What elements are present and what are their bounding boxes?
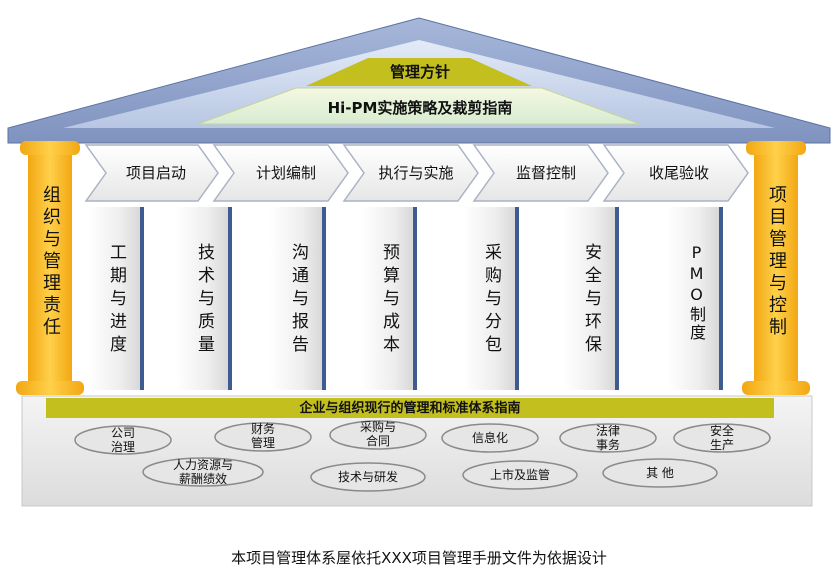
foundation-title: 企业与组织现行的管理和标准体系指南 [299,401,521,416]
pillar-label-6: 安全与环保 [581,243,601,358]
phase-label-4: 监督控制 [515,164,576,182]
oval-label-governance: 公司 治理 [110,426,135,454]
roof-title-band [306,58,532,86]
foundation-ovals [74,420,771,492]
pillar-label-2: 技术与质量 [194,243,214,358]
roof-subtitle: Hi-PM实施策略及裁剪指南 [327,99,513,117]
phase-label-5: 收尾验收 [648,164,709,182]
oval-label-legal: 法律 事务 [595,424,620,452]
caption: 本项目管理体系屋依托XXX项目管理手册文件为依据设计 [231,549,607,567]
phase-label-1: 项目启动 [125,164,186,182]
oval-label-finance: 财务 管理 [250,422,275,450]
right-column [742,141,810,395]
pillars [88,207,723,390]
left-column [16,141,84,395]
oval-label-tech-rd: 技术与研发 [337,470,398,484]
phase-chevrons [84,144,749,202]
roof-title: 管理方针 [389,63,450,81]
pillar-label-7: PMO制度 [687,243,706,342]
oval-label-listing: 上市及监管 [489,468,550,482]
oval-label-other: 其 他 [646,466,674,480]
oval-label-procurement: 采购与 合同 [359,420,396,448]
phase-label-3: 执行与实施 [378,164,454,182]
oval-label-hr: 人力资源与 薪酬绩效 [172,458,233,486]
oval-label-it: 信息化 [471,431,508,445]
pillar-label-1: 工期与进度 [106,243,126,358]
phase-label-2: 计划编制 [255,164,316,182]
right-column-label: 项目管理与控制 [766,185,787,339]
pillar-label-3: 沟通与报告 [288,243,308,358]
pillar-label-4: 预算与成本 [379,243,399,358]
pillar-label-5: 采购与分包 [481,243,501,358]
roof-subtitle-band [197,87,641,125]
left-column-label: 组织与管理责任 [40,185,61,339]
oval-label-safety: 安全 生产 [709,424,734,452]
foundation-title-band [46,398,774,418]
